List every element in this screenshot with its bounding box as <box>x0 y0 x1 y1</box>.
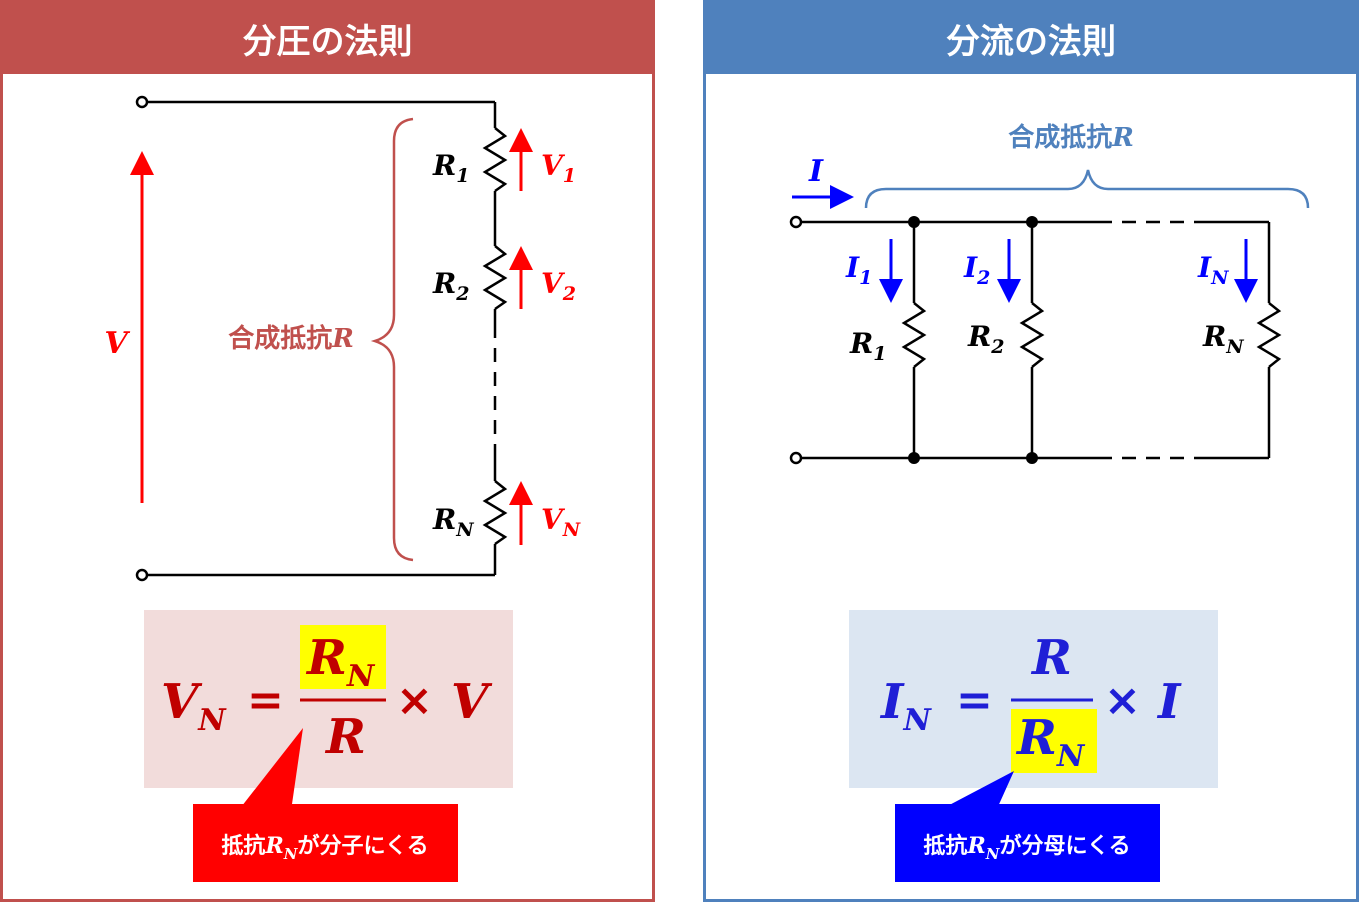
junction-dot <box>908 452 920 464</box>
svg-text:IN: IN <box>879 674 932 738</box>
bottom-terminal <box>135 568 149 582</box>
voltage-label-v1: V1 <box>541 149 576 187</box>
top-terminal-right <box>789 215 803 229</box>
junction-dot <box>1026 216 1038 228</box>
current-label-i1: I1 <box>845 251 872 289</box>
svg-text:R: R <box>324 709 366 765</box>
resistor-label-r1: R1 <box>432 149 470 187</box>
total-current-label: I <box>808 154 824 189</box>
junction-dot <box>908 216 920 228</box>
voltage-callout-pointer <box>238 728 303 811</box>
resistor-label-rn-right: RN <box>1202 320 1244 358</box>
numerator-highlight <box>300 625 386 689</box>
combined-resistance-label: 合成抵抗R <box>228 323 354 354</box>
svg-text:RN: RN <box>305 630 376 694</box>
current-callout-pointer <box>938 771 1014 811</box>
junction-dot <box>1026 452 1038 464</box>
voltage-callout <box>193 804 458 882</box>
top-terminal <box>135 95 149 109</box>
resistor-label-r2-right: R2 <box>967 320 1005 358</box>
current-callout <box>895 804 1160 882</box>
resistor-label-r1-right: R1 <box>849 327 887 365</box>
svg-text:×: × <box>1104 675 1141 726</box>
voltage-callout-text: 抵抗RNが分子にくる <box>221 833 428 863</box>
current-divider-title: 分流の法則 <box>706 3 1356 74</box>
svg-text:V: V <box>451 674 493 730</box>
resistor-label-r2: R2 <box>432 267 470 305</box>
denominator-highlight <box>1011 709 1097 773</box>
bottom-terminal-right <box>789 451 803 465</box>
combined-resistance-brace <box>370 117 414 562</box>
current-formula: IN = R RN × I <box>879 630 1182 774</box>
svg-text:VN: VN <box>161 674 227 738</box>
total-voltage-label: V <box>104 326 130 361</box>
current-label-i2: I2 <box>963 251 990 289</box>
svg-text:RN: RN <box>1015 710 1086 774</box>
resistor-label-rn: RN <box>432 503 474 541</box>
circuit-wires-right <box>800 220 1282 460</box>
svg-text:=: = <box>956 675 993 726</box>
circuit-wires <box>147 100 508 577</box>
current-label-in: IN <box>1197 251 1229 289</box>
current-divider-diagram: 合成抵抗R I <box>789 122 1310 882</box>
voltage-label-v2: V2 <box>541 267 576 305</box>
voltage-divider-diagram: V 合成抵抗R R1 R2 RN V1 V2 VN <box>104 95 581 882</box>
voltage-label-vn: VN <box>541 503 581 541</box>
svg-text:R: R <box>1030 630 1072 686</box>
voltage-formula: VN = RN R × V <box>161 625 493 765</box>
combined-resistance-brace-right <box>864 169 1310 209</box>
svg-text:×: × <box>396 675 433 726</box>
current-callout-text: 抵抗RNが分母にくる <box>923 833 1130 863</box>
voltage-divider-panel: 分圧の法則 V 合成抵抗R <box>0 0 655 902</box>
current-divider-panel: 分流の法則 合成抵抗R I <box>703 0 1359 902</box>
svg-text:=: = <box>247 675 284 726</box>
voltage-divider-title: 分圧の法則 <box>3 3 652 74</box>
combined-resistance-label-right: 合成抵抗R <box>1008 122 1134 153</box>
svg-text:I: I <box>1156 674 1182 730</box>
